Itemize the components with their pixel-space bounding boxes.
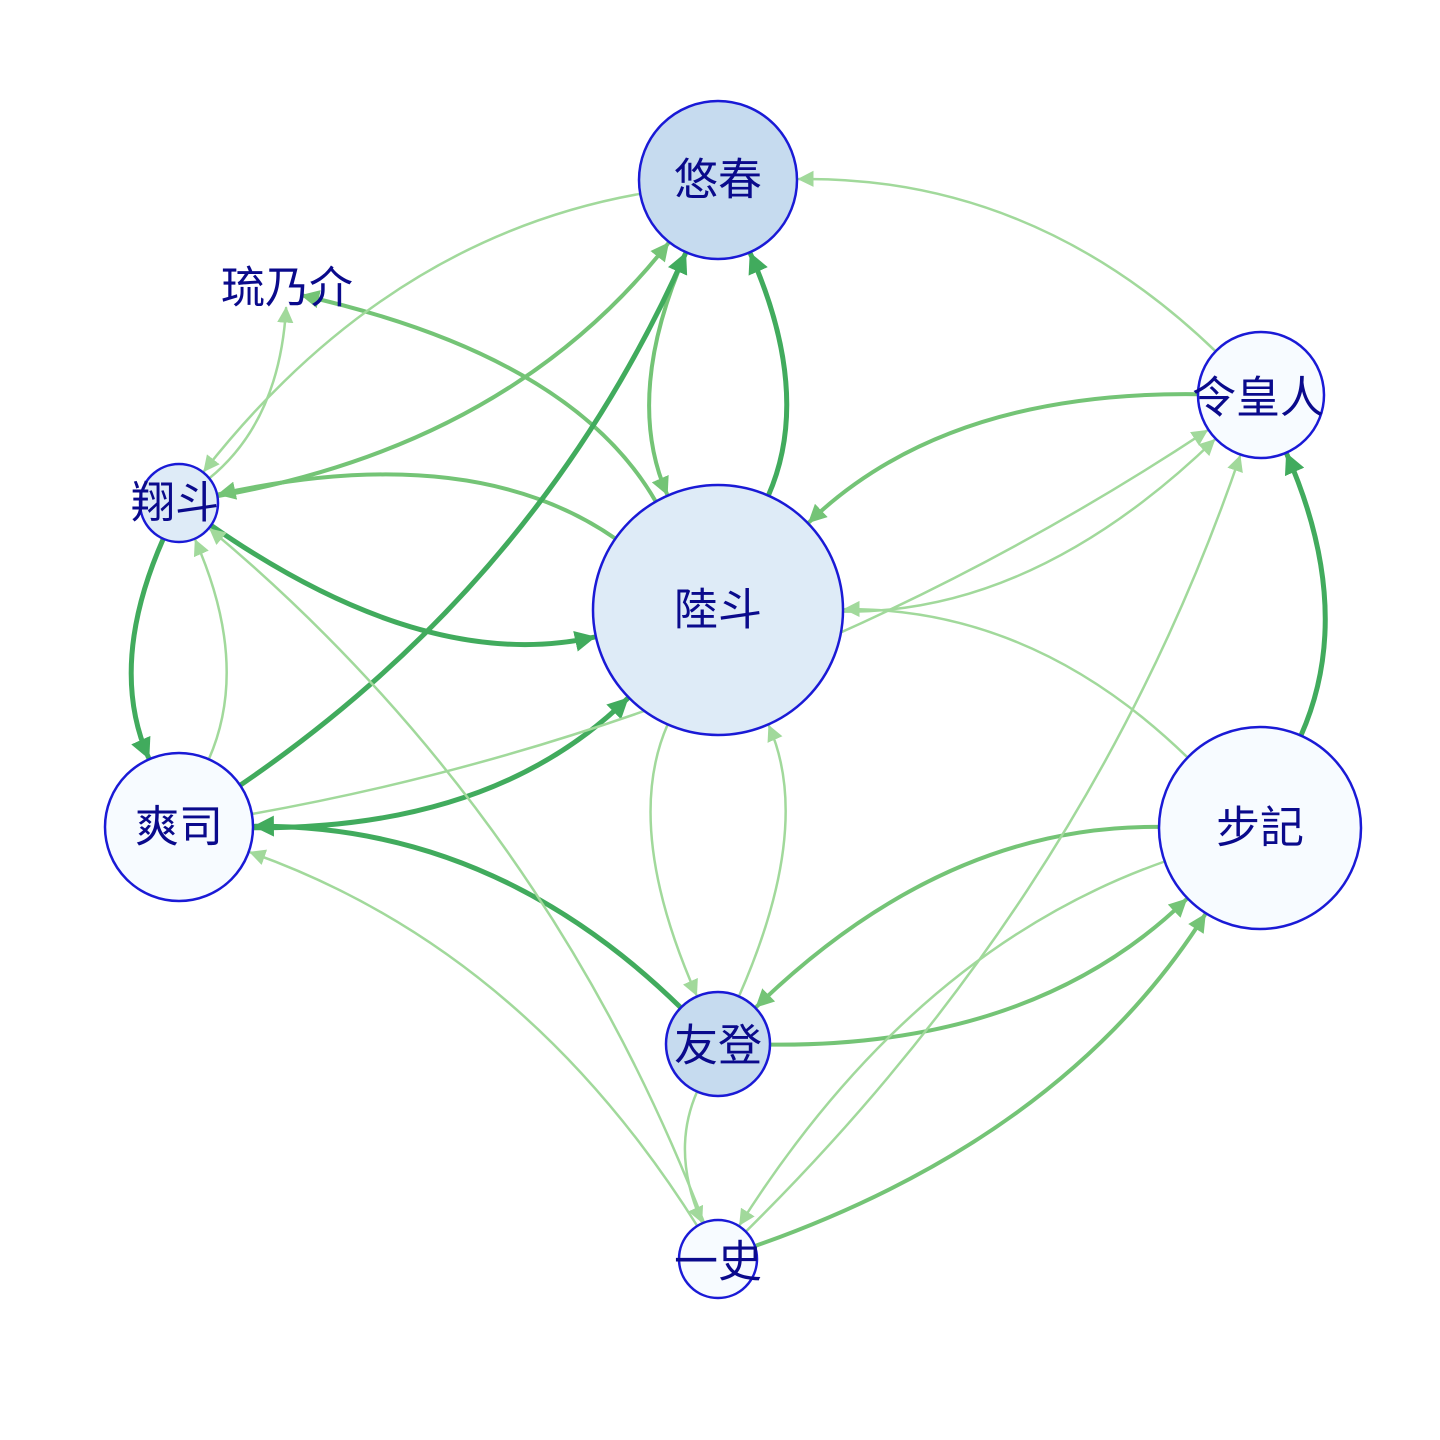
node-label-yuharu: 悠春	[674, 155, 762, 206]
node-circle-soshi	[103, 751, 255, 903]
edge-yuharu-to-shoto	[203, 192, 642, 473]
edge-shoto-to-soshi	[128, 536, 166, 760]
edge-kazushi-to-reiko	[744, 454, 1243, 1233]
node-label-soshi: 爽司	[135, 802, 223, 853]
node-soshi[interactable]: 爽司	[103, 751, 255, 903]
edge-ayuki-to-yuto	[754, 824, 1161, 1009]
edge-rikuto-to-reiko	[841, 438, 1216, 613]
node-circle-reiko	[1196, 330, 1326, 460]
edge-soshi-to-yuharu	[237, 251, 688, 788]
node-label-rikuto: 陸斗	[674, 585, 762, 636]
node-yuto[interactable]: 友登	[664, 990, 772, 1098]
edge-ayuki-to-rikuto	[843, 600, 1189, 759]
edge-kazushi-to-ayuki	[752, 913, 1207, 1249]
node-kazushi[interactable]: 一史	[674, 1218, 762, 1300]
node-rinosuke[interactable]: 琉乃介	[221, 263, 353, 314]
node-yuharu[interactable]: 悠春	[637, 99, 799, 261]
node-label-ayuki: 步記	[1216, 803, 1304, 854]
node-circle-kazushi	[677, 1218, 759, 1300]
edge-reiko-to-rikuto	[807, 392, 1200, 524]
node-label-rinosuke: 琉乃介	[221, 263, 353, 314]
edge-yuto-to-ayuki	[768, 897, 1188, 1047]
edge-rikuto-to-yuharu	[748, 251, 790, 499]
node-circle-rikuto	[591, 483, 845, 737]
node-ayuki[interactable]: 步記	[1157, 725, 1363, 931]
node-rikuto[interactable]: 陸斗	[591, 483, 845, 737]
edge-yuto-to-kazushi	[683, 1090, 704, 1223]
edge-kazushi-to-soshi	[249, 849, 699, 1228]
edges-layer	[128, 170, 1328, 1249]
edge-yuto-to-soshi	[252, 815, 684, 1011]
edge-shoto-to-rinosuke	[207, 306, 294, 480]
edge-kazushi-to-shoto	[209, 528, 706, 1224]
node-shoto[interactable]: 翔斗	[131, 462, 220, 544]
edge-shoto-to-rikuto	[208, 522, 597, 652]
node-reiko[interactable]: 令皇人	[1192, 330, 1326, 460]
edge-shoto-to-yuharu	[215, 241, 670, 499]
node-circle-ayuki	[1157, 725, 1363, 931]
node-label-kazushi: 一史	[674, 1237, 762, 1288]
node-label-reiko: 令皇人	[1192, 373, 1324, 424]
edge-rikuto-to-rinosuke	[300, 290, 658, 504]
edge-reiko-to-yuharu	[797, 170, 1217, 353]
node-label-yuto: 友登	[674, 1021, 762, 1072]
node-circle-yuharu	[637, 99, 799, 261]
node-circle-yuto	[664, 990, 772, 1098]
edge-ayuki-to-kazushi	[738, 860, 1166, 1226]
nodes-layer: 悠春 陸斗 琉乃介 翔斗 令皇人 爽司 步記 友登	[103, 99, 1363, 1300]
edge-soshi-to-shoto	[193, 539, 228, 761]
node-label-shoto: 翔斗	[131, 478, 219, 529]
edge-rikuto-to-yuto	[649, 723, 698, 997]
edge-yuto-to-rikuto	[737, 724, 787, 998]
node-circle-shoto	[138, 462, 220, 544]
edge-ayuki-to-reiko	[1284, 452, 1328, 739]
